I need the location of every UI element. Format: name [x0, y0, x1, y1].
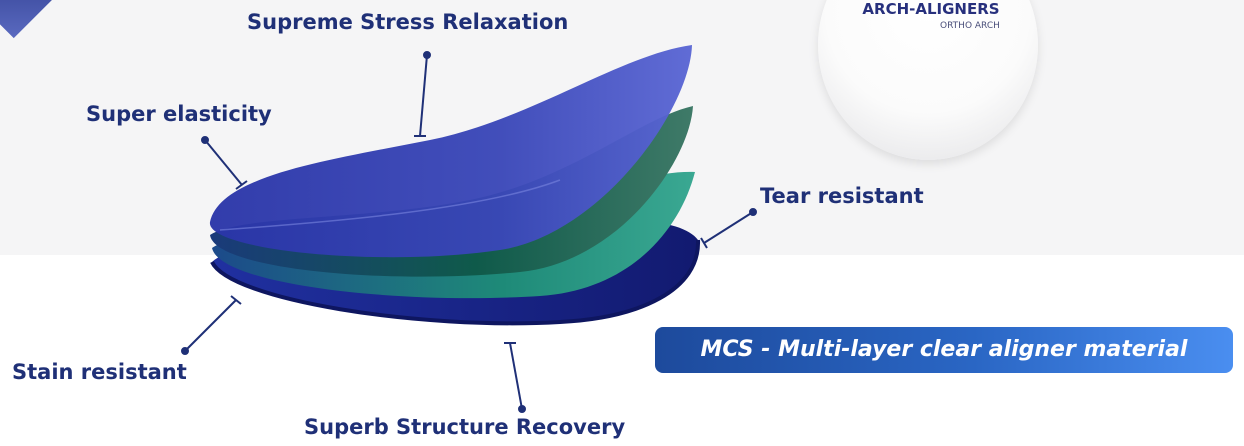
- brand-name: ARCH-ALIGNERS: [862, 0, 1000, 18]
- brand-subtitle: ORTHO ARCH: [940, 21, 1000, 31]
- blue-top-layer: [209, 45, 692, 258]
- callout-lines: [181, 51, 757, 413]
- label-tear-resistant: Tear resistant: [760, 184, 924, 208]
- tagline-banner: MCS - Multi-layer clear aligner material: [655, 327, 1233, 373]
- label-super-elasticity: Super elasticity: [86, 102, 272, 126]
- label-supreme-stress-relaxation: Supreme Stress Relaxation: [247, 10, 569, 34]
- label-superb-structure-recovery: Superb Structure Recovery: [304, 415, 626, 439]
- label-stain-resistant: Stain resistant: [12, 360, 187, 384]
